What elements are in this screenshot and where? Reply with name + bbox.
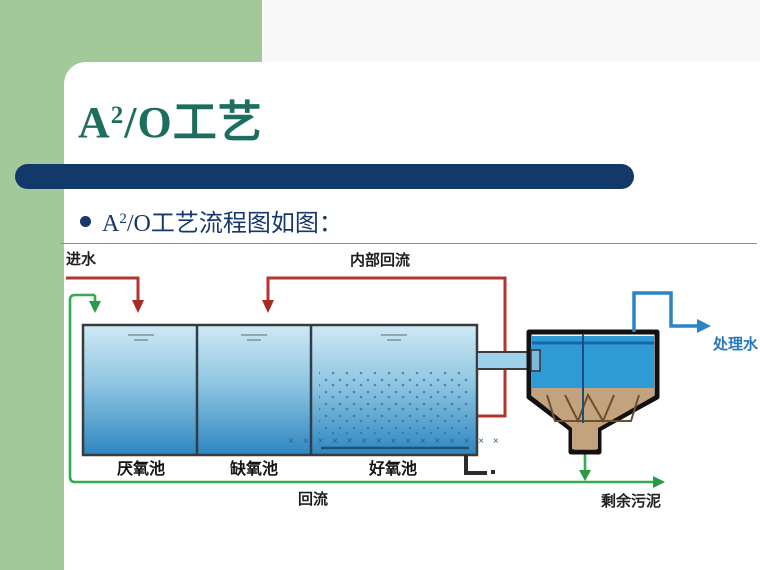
internal-recycle-label: 内部回流 <box>350 251 410 269</box>
slide-title: A2/O工艺 <box>78 86 638 150</box>
bullet-line: A2/O工艺流程图如图： <box>80 203 720 238</box>
bullet-superscript: 2 <box>119 211 127 227</box>
anaerobic-tank-label: 厌氧池 <box>117 459 165 478</box>
title-prefix: A <box>78 98 111 147</box>
clarifier-sludge <box>532 388 654 449</box>
treated-water-label: 处理水 <box>712 335 759 353</box>
scraper-mechanism <box>546 392 640 424</box>
effluent-line <box>632 291 697 332</box>
return-sludge-arrow-icon <box>89 301 101 313</box>
title-accent-bar <box>15 164 634 189</box>
internal-recycle-line <box>266 276 507 418</box>
aeration-bubbles <box>319 370 471 435</box>
title-superscript: 2 <box>110 102 125 129</box>
drain-valve-icon <box>491 470 495 474</box>
text-divider-line <box>60 243 757 244</box>
excess-sludge-label: 剩余污泥 <box>601 492 661 510</box>
bullet-suffix: /O工艺流程图如图： <box>126 211 343 237</box>
excess-sludge-arrow-icon <box>653 476 665 488</box>
bullet-prefix: A <box>102 211 120 237</box>
return-flow-label: 回流 <box>298 490 328 508</box>
internal-recycle-arrow-icon <box>262 300 274 313</box>
clarifier-water <box>532 336 654 388</box>
water-level-icon <box>128 334 407 341</box>
process-flow-diagram: 进水 内部回流 回流 剩余污泥 × × × × × × × × × × × × … <box>66 250 759 510</box>
clarifier-underflow-arrow-icon <box>579 470 591 481</box>
drain-pipe <box>464 455 487 475</box>
bullet-icon <box>80 216 91 227</box>
diffuser-marks: × × × × × × × × × × × × × × × <box>288 436 502 447</box>
anoxic-tank-label: 缺氧池 <box>230 459 278 478</box>
title-suffix: /O工艺 <box>124 98 263 147</box>
inlet-baffle <box>530 349 541 372</box>
top-background <box>262 0 760 64</box>
influent-label: 进水 <box>66 250 97 268</box>
return-sludge-line <box>68 293 653 484</box>
slide-content-panel <box>64 62 760 570</box>
clarifier-inlet-pipe <box>476 351 534 370</box>
influent-line <box>66 276 140 300</box>
influent-arrow-icon <box>132 300 144 313</box>
aerobic-tank-label: 好氧池 <box>368 459 417 478</box>
effluent-arrow-icon <box>697 319 711 333</box>
